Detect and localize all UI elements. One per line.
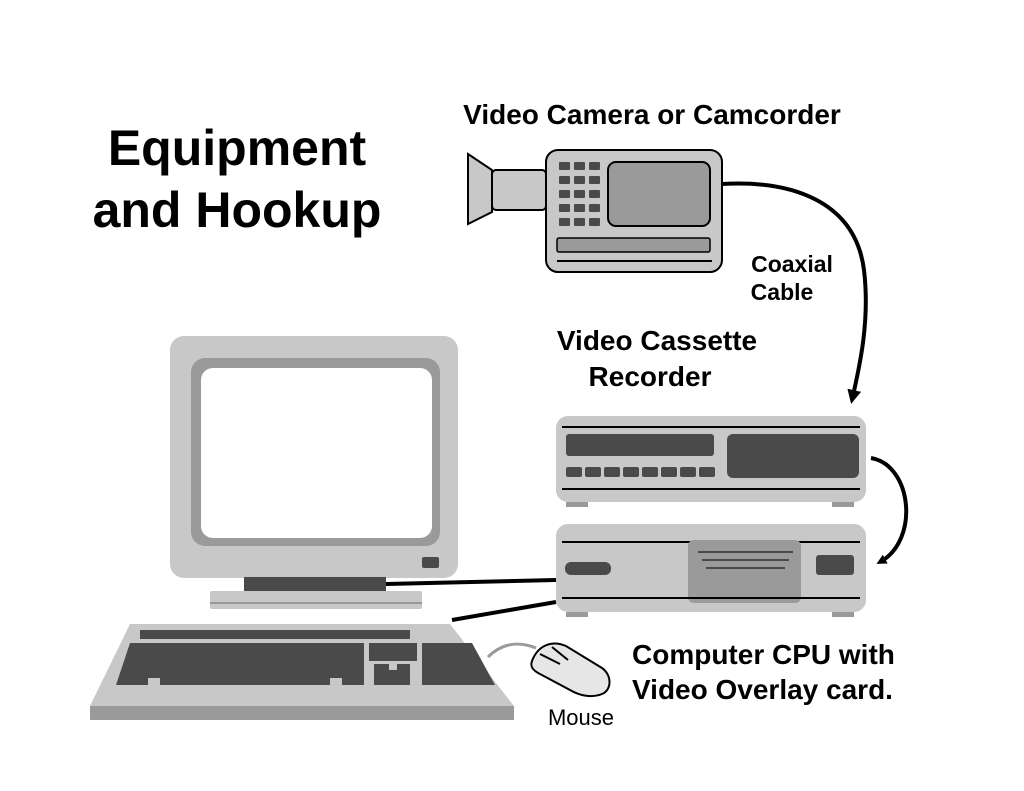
title-line-2: and Hookup — [93, 182, 382, 238]
cpu-label-line-2: Video Overlay card. — [632, 674, 893, 705]
computer-cpu-icon — [556, 524, 866, 617]
coaxial-cable-label-line-1: Coaxial — [751, 251, 833, 277]
mouse-label: Mouse — [548, 705, 614, 730]
vcr-label-line-2: Recorder — [589, 361, 712, 392]
vcr-cpu-cable — [870, 456, 909, 564]
coaxial-cable-label-line-2: Cable — [751, 279, 814, 305]
coaxial-cable-connector — [721, 181, 868, 404]
keyboard-cpu-cable — [451, 600, 557, 622]
mouse-cord — [486, 642, 537, 659]
cpu-label-line-1: Computer CPU with — [632, 639, 895, 670]
vcr-icon — [556, 416, 866, 507]
monitor-icon — [170, 336, 458, 609]
title-line-1: Equipment — [108, 120, 367, 176]
vcr-label-line-1: Video Cassette — [557, 325, 757, 356]
mouse-icon — [530, 642, 611, 698]
monitor-cpu-cable — [385, 578, 557, 586]
video-camera-icon — [467, 149, 723, 273]
keyboard-icon — [90, 624, 514, 720]
camera-label: Video Camera or Camcorder — [463, 99, 841, 130]
